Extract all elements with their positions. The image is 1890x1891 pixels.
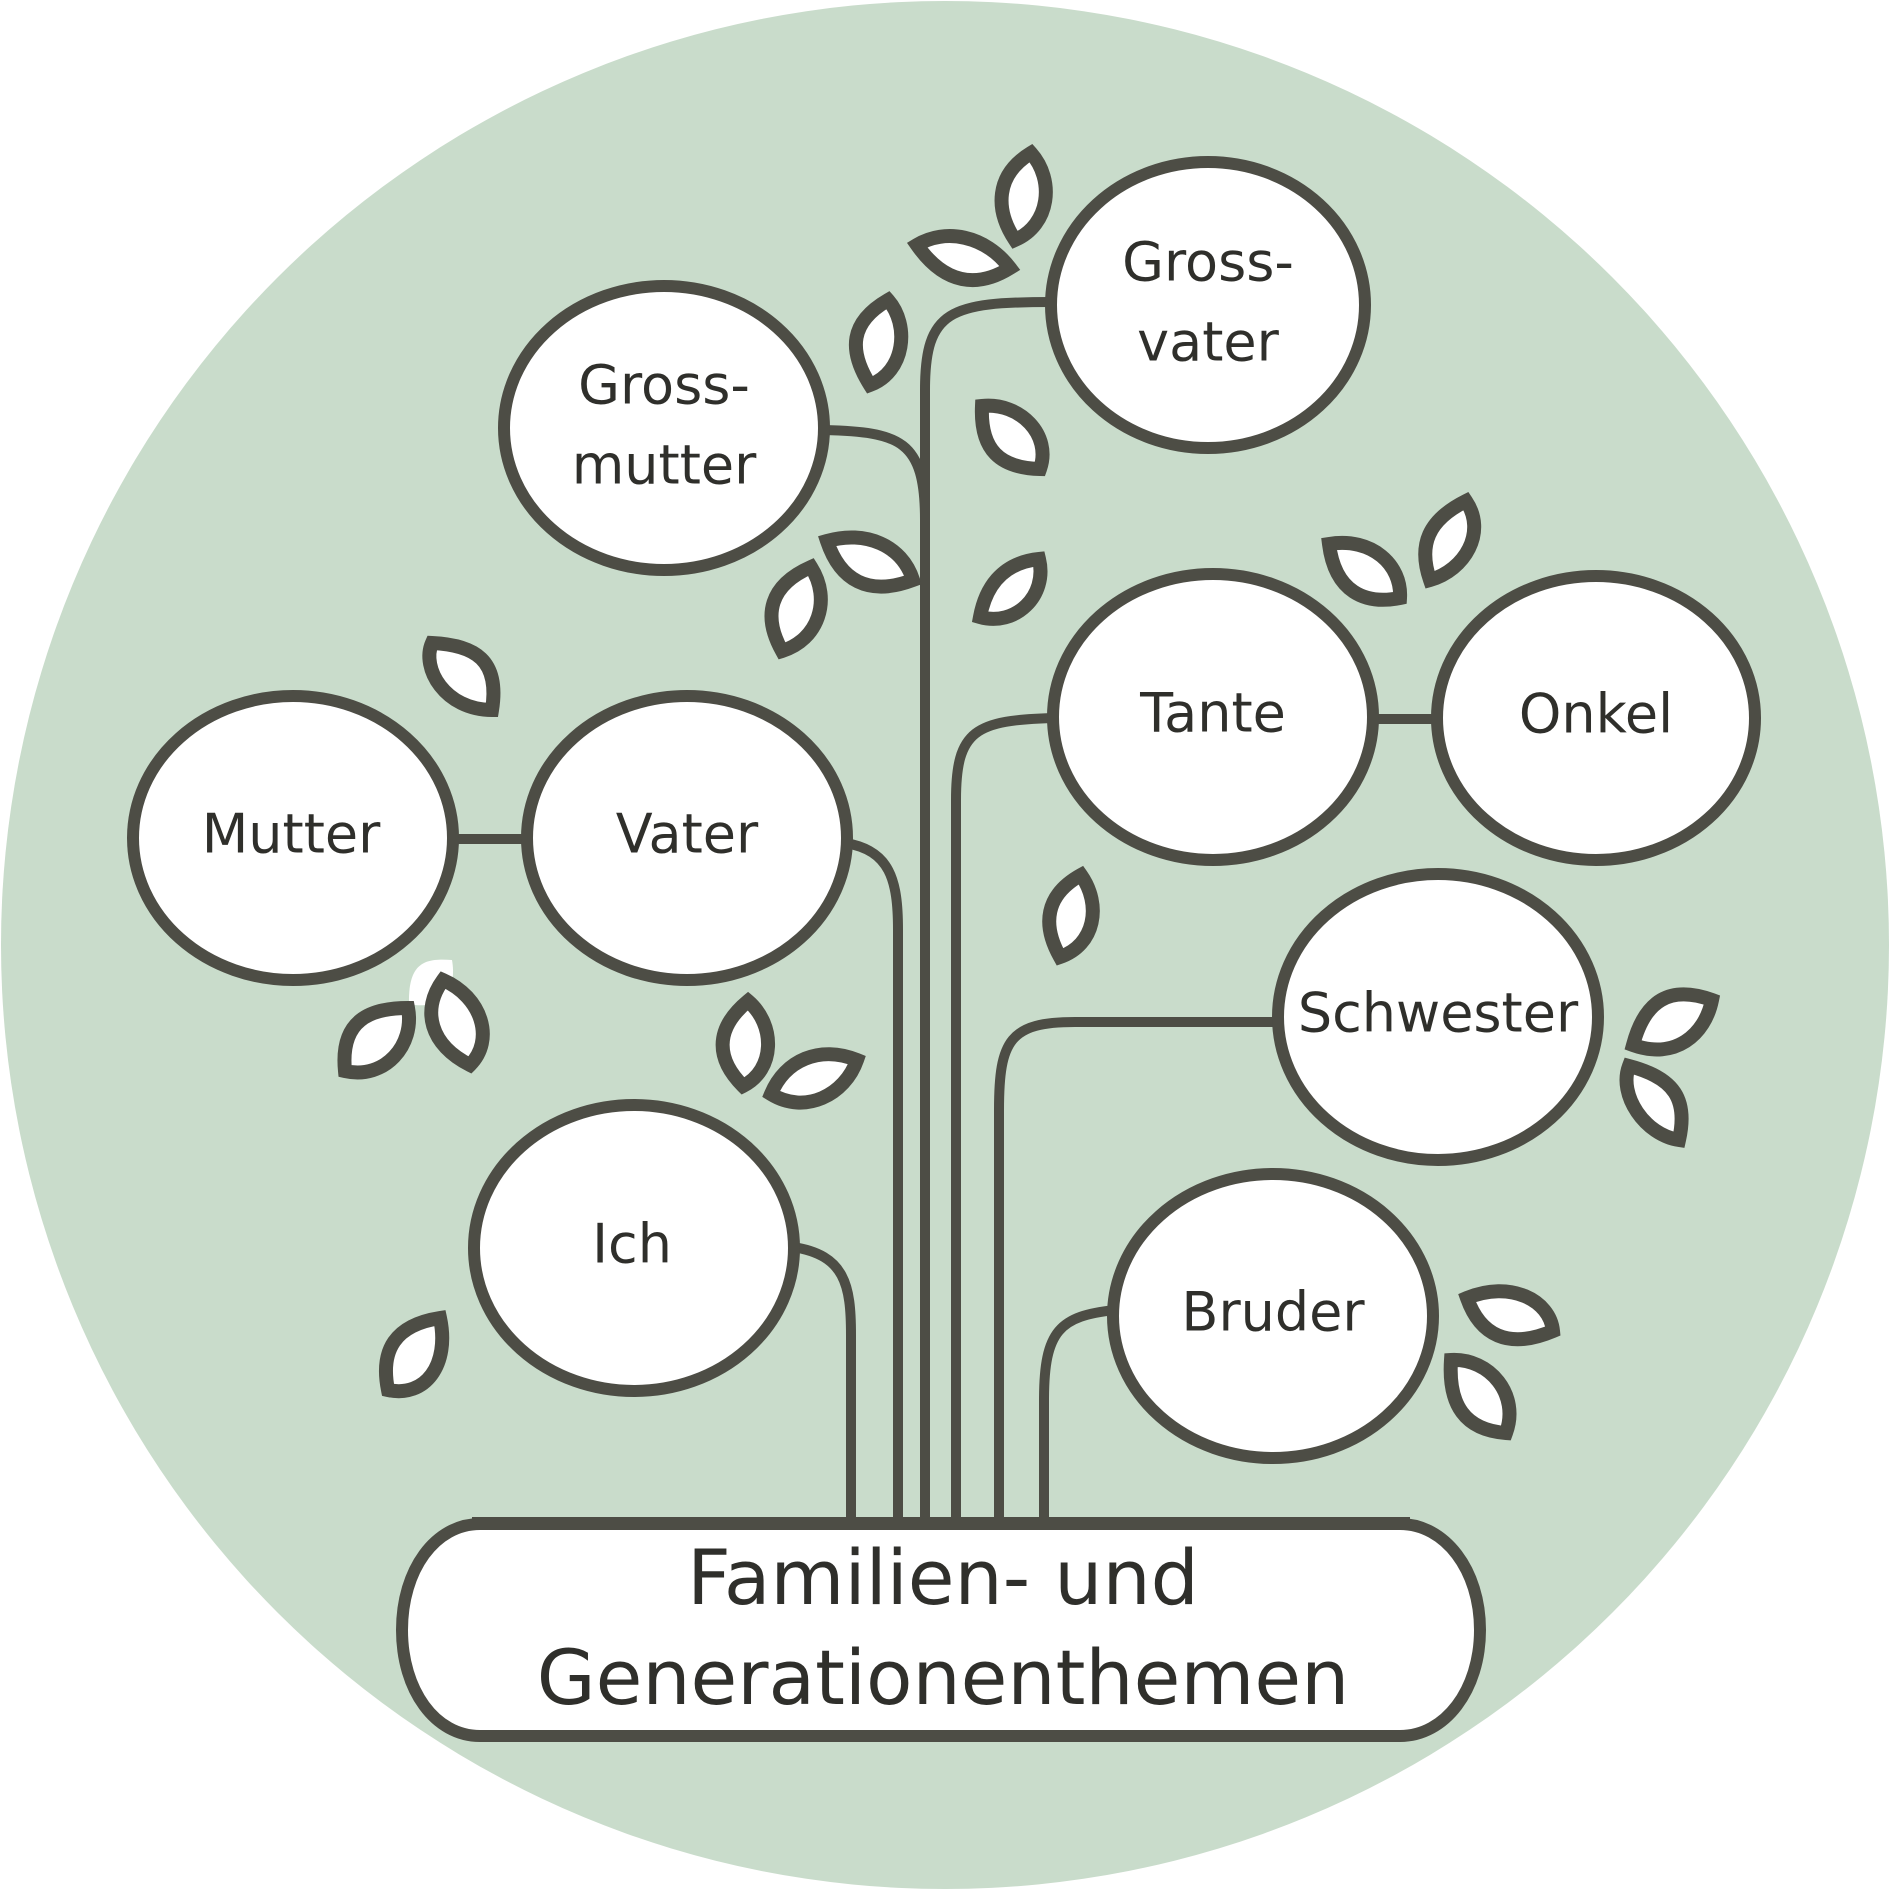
- leaf-icon: [764, 558, 828, 660]
- branch-ich: [792, 1242, 856, 1532]
- leaf-icon: [1619, 1057, 1689, 1148]
- root-box: [395, 1517, 1487, 1742]
- leaf-icon: [378, 1310, 450, 1399]
- leaf-icon: [849, 291, 909, 394]
- node-grossmutter-line-2: mutter: [572, 434, 757, 497]
- leaf-icon: [1443, 1352, 1517, 1441]
- node-mutter-label: Mutter: [202, 803, 381, 866]
- node-tante-label: Tante: [1139, 682, 1286, 745]
- leaf-icon: [1042, 865, 1100, 966]
- node-schwester-ellipse: [1272, 868, 1604, 1166]
- branch-tante: [951, 713, 1056, 1532]
- branch-bruder: [1039, 1305, 1116, 1532]
- node-bruder-ellipse: [1107, 1168, 1439, 1464]
- root-capsule: [395, 1518, 1487, 1742]
- leaf-icon: [337, 1000, 416, 1080]
- leaf-icon: [971, 551, 1048, 626]
- leaf-icon: [1624, 987, 1721, 1057]
- leaves: [337, 143, 1721, 1441]
- leaf-icon: [424, 971, 490, 1074]
- branch-schwester: [994, 1017, 1278, 1532]
- node-ich-ellipse: [468, 1099, 800, 1397]
- node-grossvater-ellipse: [1045, 156, 1371, 454]
- node-mutter-ellipse: [127, 690, 459, 986]
- connector-lines: [449, 297, 1440, 1532]
- leaf-icon: [1321, 535, 1408, 607]
- leaf-icon: [715, 991, 776, 1095]
- node-vater-ellipse: [521, 690, 853, 986]
- node-ich-label: Ich: [592, 1213, 672, 1276]
- node-bruder-label: Bruder: [1181, 1281, 1365, 1344]
- node-grossmutter-line-1: Gross-: [578, 354, 750, 417]
- root-title-line-2: Generationenthemen: [537, 1633, 1350, 1722]
- node-labels: Gross- vater Gross- mutter Tante Onkel M…: [202, 231, 1673, 1344]
- node-grossmutter-ellipse: [498, 280, 830, 576]
- branch-grossvater: [920, 297, 1053, 520]
- root-title-line-1: Familien- und: [687, 1533, 1199, 1622]
- node-onkel-ellipse: [1431, 570, 1761, 866]
- leaf-icon: [994, 143, 1053, 249]
- node-grossvater-line-1: Gross-: [1122, 231, 1294, 294]
- leaf-icon: [1418, 491, 1482, 589]
- node-tante-ellipse: [1047, 568, 1379, 866]
- leaf-icon: [974, 398, 1050, 477]
- root-labels: Familien- und Generationenthemen: [537, 1533, 1350, 1722]
- nodes: [127, 156, 1761, 1464]
- leaf-icon: [1458, 1284, 1561, 1347]
- leaf-icon: [906, 229, 1021, 288]
- branch-vater: [844, 838, 903, 1532]
- node-vater-label: Vater: [616, 803, 759, 866]
- leaf-icon: [422, 635, 501, 718]
- node-grossvater-line-2: vater: [1137, 311, 1279, 374]
- node-onkel-label: Onkel: [1519, 683, 1673, 746]
- leaf-icon: [762, 1047, 866, 1110]
- node-schwester-label: Schwester: [1298, 982, 1579, 1045]
- leaf-icon: [818, 530, 922, 594]
